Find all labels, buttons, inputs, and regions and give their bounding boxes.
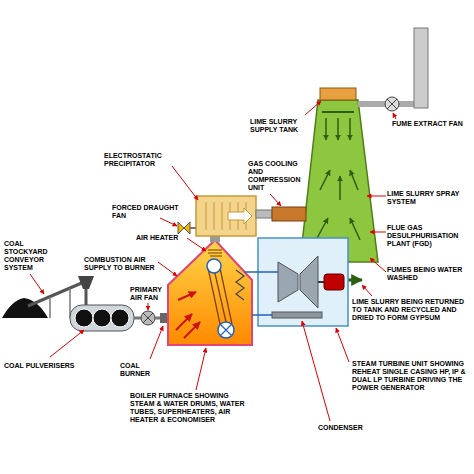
part-label: COAL BURNER xyxy=(120,362,160,378)
turbine xyxy=(300,256,318,308)
flue-duct xyxy=(256,210,272,218)
fume-arrow xyxy=(339,176,341,200)
pipe xyxy=(134,317,141,320)
precipitator xyxy=(196,196,256,236)
slurry-tank xyxy=(320,88,356,100)
fume-arrow xyxy=(320,170,330,190)
fan-symbol xyxy=(385,97,399,111)
chimney xyxy=(414,28,428,108)
part-label: BOILER FURNACE SHOWING STEAM & WATER DRU… xyxy=(130,392,250,424)
pulveriser-ball xyxy=(93,309,111,327)
boiler-furnace xyxy=(168,240,252,345)
pulveriser-drum xyxy=(70,305,134,331)
flow-arrow xyxy=(228,208,252,224)
part-label: GAS COOLING AND COMPRESSION UNIT xyxy=(248,160,306,192)
part-label: FUMES BEING WATER WASHED xyxy=(387,266,471,282)
part-label: COAL PULVERISERS xyxy=(4,362,94,370)
water-tube xyxy=(220,268,232,324)
fan-blades xyxy=(387,99,397,109)
feedwater-pipe xyxy=(252,314,272,316)
steam-drum xyxy=(207,259,221,273)
fan-blades xyxy=(143,313,153,323)
flame-arrow xyxy=(184,322,200,338)
part-label: FUME EXTRACT FAN xyxy=(392,120,468,128)
part-label: STEAM TURBINE UNIT SHOWING REHEAT SINGLE… xyxy=(352,360,468,392)
water-tube xyxy=(208,268,220,324)
spray-arrow xyxy=(325,118,327,140)
coal-chute xyxy=(85,289,88,305)
flue-pipe xyxy=(358,101,386,107)
air-heater xyxy=(208,250,222,256)
fume-arrow xyxy=(316,218,328,240)
turbine-hall xyxy=(258,238,348,326)
shaft xyxy=(318,281,324,283)
generator xyxy=(324,274,344,290)
coal-hopper xyxy=(78,276,94,289)
condenser xyxy=(272,312,322,318)
water-tube xyxy=(214,269,226,322)
part-label: AIR HEATER xyxy=(136,234,186,242)
conveyor xyxy=(28,282,84,306)
pipe xyxy=(190,227,196,229)
fume-arrow xyxy=(350,218,360,240)
spray-arrow xyxy=(349,118,351,140)
fan-symbol xyxy=(141,311,155,325)
turbine xyxy=(278,262,298,302)
leader-lines xyxy=(30,101,396,421)
part-label: PRIMARY AIR FAN xyxy=(130,286,170,302)
spray-pipe xyxy=(322,111,354,113)
spray-arrow xyxy=(337,118,339,140)
part-label: LIME SLURRY SUPPLY TANK xyxy=(250,118,306,134)
part-label: FLUE GAS DESULPHURISATION PLANT (FGD) xyxy=(387,224,471,248)
water-drum xyxy=(218,322,234,338)
conveyor-support xyxy=(49,297,51,318)
flue-pipe xyxy=(399,101,416,107)
part-label: CONDENSER xyxy=(318,424,378,432)
superheater xyxy=(236,270,244,300)
flame-arrow xyxy=(178,292,196,300)
part-label: COMBUSTION AIR SUPPLY TO BURNER xyxy=(84,256,164,272)
fume-arrow xyxy=(350,170,358,190)
part-label: FORCED DRAUGHT FAN xyxy=(112,204,184,220)
steam-pipe xyxy=(244,271,278,273)
fan-symbol xyxy=(178,222,190,234)
part-label: LIME SLURRY SPRAY SYSTEM xyxy=(387,190,471,206)
pulveriser-ball xyxy=(111,309,129,327)
part-label: COAL STOCKYARD CONVEYOR SYSTEM xyxy=(4,240,66,272)
gas-cooling-unit xyxy=(272,207,306,221)
part-label: LIME SLURRY BEING RETURNED TO TANK AND R… xyxy=(352,298,468,322)
part-label: ELECTROSTATIC PRECIPITATOR xyxy=(104,152,180,168)
pulveriser-ball xyxy=(75,309,93,327)
flame-arrow xyxy=(176,314,192,330)
water-drum-cross xyxy=(220,324,232,336)
